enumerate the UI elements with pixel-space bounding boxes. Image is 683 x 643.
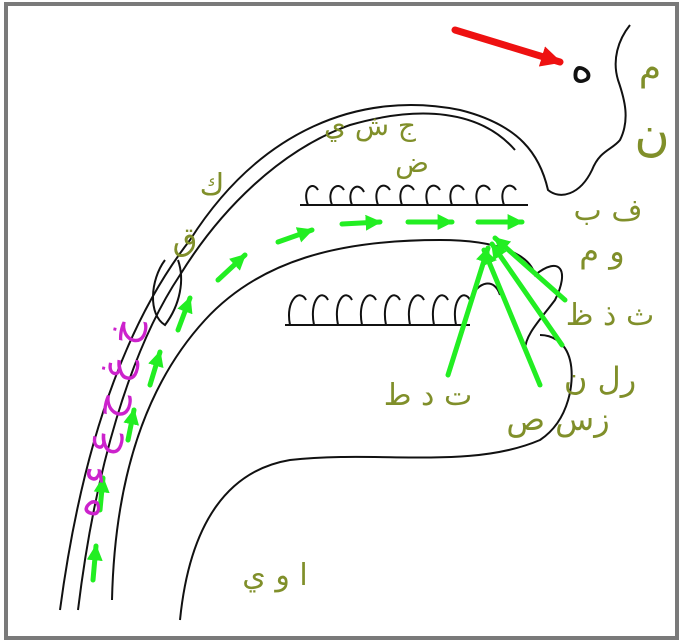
interdental-label: ث ذ ظ [566,298,654,333]
dad-label: ض [395,146,429,179]
palate-inner-outline [77,112,516,611]
lips-wm-label: و م [579,232,624,270]
lower-teeth [285,282,501,326]
red-arrow [451,26,564,67]
jaw-outline [179,334,573,621]
throat-letters-label: خ غ ح ع ء ه [62,313,149,521]
upper-teeth [300,184,528,206]
palate-letters-label: ج ش ي [324,109,417,143]
hah-symbol-label: ه [570,42,593,93]
frame-border [4,2,679,640]
nasal-m-label: م [639,48,661,89]
lips-fb-label: ف ب [574,193,643,228]
nasal-n-label: ن [634,106,669,162]
uvula-outline [152,259,183,327]
vowels-label: ا و ي [242,558,307,593]
qaf-label: ق [173,220,198,258]
alveolar-label: ت د ط [384,378,472,413]
airflow-arrows [86,213,568,583]
tongue-upper-outline [111,238,564,601]
palate-outer-outline [59,24,631,611]
lateral-label: رل ن [564,360,636,398]
kaf-label: ك [200,168,225,203]
sibilant-label: زس ص [506,400,609,438]
